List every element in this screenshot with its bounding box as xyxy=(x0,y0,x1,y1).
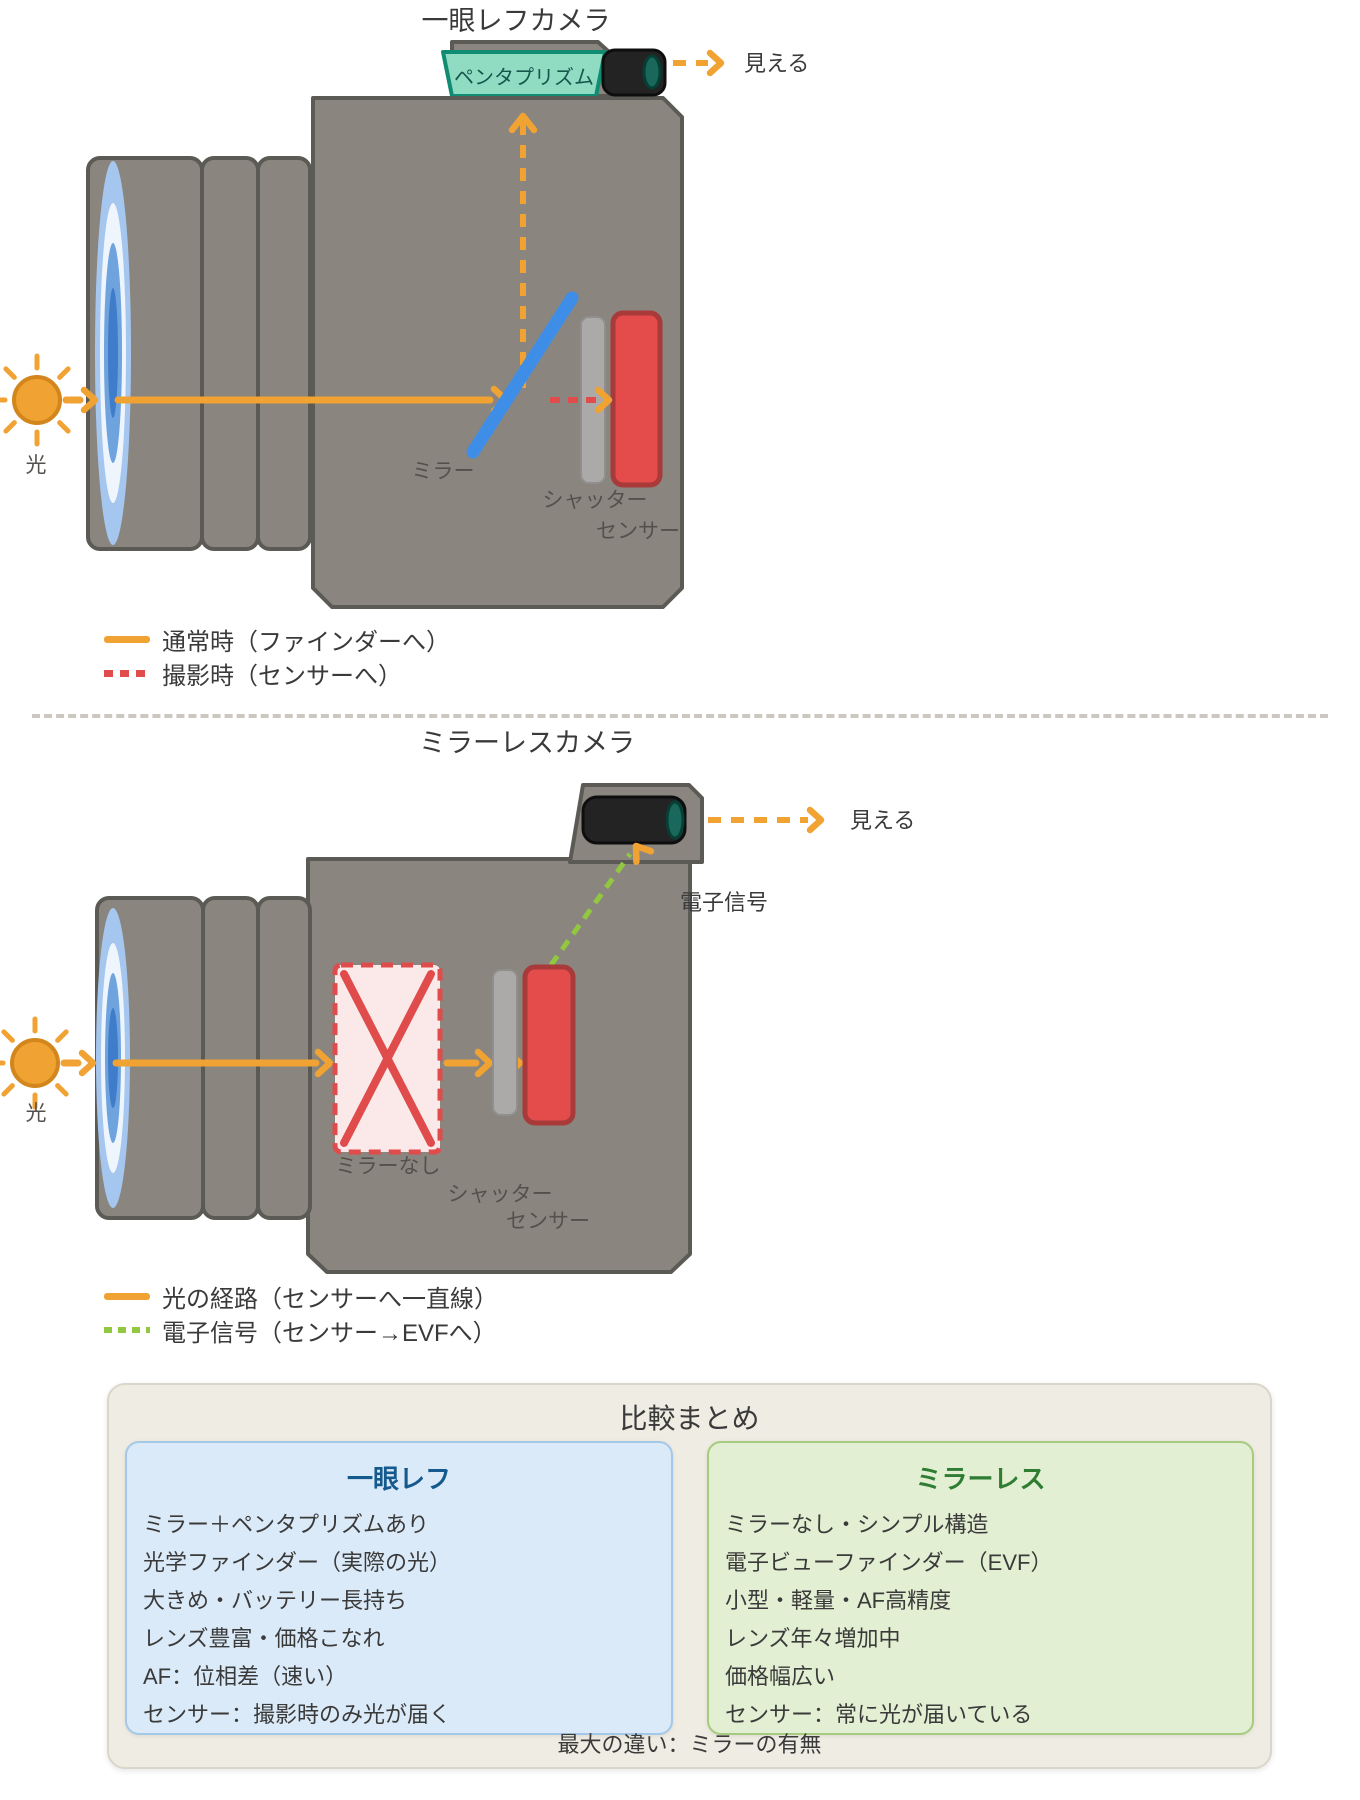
list-item: ミラー＋ペンタプリズムあり xyxy=(143,1512,430,1537)
sun-arrowhead xyxy=(78,1049,97,1077)
dslr-visible-label: 見える xyxy=(744,51,809,76)
viewfinder-arrowhead xyxy=(508,112,538,134)
dslr-summary-title: 一眼レフ xyxy=(346,1464,451,1494)
list-item: AF：位相差（速い） xyxy=(143,1664,348,1689)
list-item: 小型・軽量・AF高精度 xyxy=(725,1588,952,1613)
x-line xyxy=(340,970,435,1147)
mirrorless-light-label: 光 xyxy=(26,1102,47,1125)
legend-row: 光の経路（センサーへ一直線） xyxy=(104,1281,498,1313)
mirrorless-diagram: ミラーレスカメラ 見える 電子信号 光 xyxy=(0,728,915,1274)
evf-window xyxy=(581,795,687,845)
sun-arrowhead xyxy=(80,386,99,414)
light-arrowhead xyxy=(314,1048,334,1078)
mirrorless-summary-box: ミラーレス ミラーなし・シンプル構造 電子ビューファインダー（EVF） 小型・軽… xyxy=(707,1441,1254,1735)
legend-row: 撮影時（センサーへ） xyxy=(104,658,450,690)
mirrorless-summary-title: ミラーレス xyxy=(915,1464,1046,1494)
list-item: 光学ファインダー（実際の光） xyxy=(143,1550,452,1575)
dslr-legend: 通常時（ファインダーへ） 撮影時（センサーへ） xyxy=(104,624,450,690)
legend-label: 光の経路（センサーへ一直線） xyxy=(162,1285,498,1313)
view-arrowhead xyxy=(706,49,725,77)
signal-label: 電子信号 xyxy=(680,890,768,915)
lens-segment-2 xyxy=(200,156,260,551)
legend-row: 電子信号（センサー→EVFへ） xyxy=(104,1315,498,1347)
list-item: 大きめ・バッテリー長持ち xyxy=(143,1588,408,1613)
red-dashed-swatch xyxy=(104,669,150,677)
list-item: 価格幅広い xyxy=(725,1664,836,1689)
list-item: ミラーなし・シンプル構造 xyxy=(725,1512,989,1537)
list-item: 電子ビューファインダー（EVF） xyxy=(725,1550,1053,1575)
list-item: レンズ年々増加中 xyxy=(725,1626,901,1651)
mirrorless-legend: 光の経路（センサーへ一直線） 電子信号（センサー→EVFへ） xyxy=(104,1281,498,1347)
green-dashed-swatch xyxy=(104,1327,150,1333)
dslr-diagram: 一眼レフカメラ ペンタプリズム 見える 光 xyxy=(0,6,809,609)
legend-row: 通常時（ファインダーへ） xyxy=(104,624,450,656)
mirrorless-sensor xyxy=(522,964,576,1126)
shooting-arrowhead xyxy=(594,386,613,414)
comparison-note: 最大の違い：ミラーの有無 xyxy=(557,1732,822,1757)
list-item: レンズ豊富・価格こなれ xyxy=(143,1626,385,1651)
dslr-summary-box: 一眼レフ ミラー＋ペンタプリズムあり 光学ファインダー（実際の光） 大きめ・バッ… xyxy=(125,1441,673,1735)
lens-glass xyxy=(95,161,131,545)
orange-solid-swatch xyxy=(104,1292,150,1300)
mirrorless-visible-label: 見える xyxy=(850,808,915,833)
section-divider xyxy=(32,714,1328,718)
sun-icon xyxy=(0,1019,66,1107)
signal-arrowhead xyxy=(632,842,655,866)
view-arrowhead xyxy=(806,806,825,834)
mirrorless-shutter xyxy=(492,969,518,1116)
mirror xyxy=(466,291,579,459)
list-item: センサー：撮影時のみ光が届く xyxy=(143,1702,452,1727)
legend-label: 電子信号（センサー→EVFへ） xyxy=(162,1319,497,1347)
dslr-sensor-label: センサー xyxy=(596,520,680,543)
mirrorless-shutter-label: シャッター xyxy=(448,1183,553,1206)
dslr-light-label: 光 xyxy=(26,454,47,477)
no-mirror-label: ミラーなし xyxy=(336,1155,441,1178)
comparison-summary: 比較まとめ 一眼レフ ミラー＋ペンタプリズムあり 光学ファインダー（実際の光） … xyxy=(107,1383,1272,1769)
eyepiece-glass xyxy=(642,54,662,90)
mirror-label: ミラー xyxy=(412,460,475,483)
pentaprism-label: ペンタプリズム xyxy=(454,66,594,89)
mirrorless-sensor-label: センサー xyxy=(506,1210,590,1233)
lens-segment-3 xyxy=(256,156,312,551)
lens-segment-3 xyxy=(256,896,312,1220)
evf-glass xyxy=(665,800,685,840)
lens-segment-2 xyxy=(201,896,260,1220)
lens-glass xyxy=(96,908,130,1208)
sun-icon xyxy=(0,356,68,444)
dslr-sensor xyxy=(610,310,663,488)
legend-label: 通常時（ファインダーへ） xyxy=(162,628,450,656)
orange-solid-swatch xyxy=(104,635,150,643)
dslr-title: 一眼レフカメラ xyxy=(422,6,611,36)
mirrorless-title: ミラーレスカメラ xyxy=(419,728,635,758)
list-item: センサー：常に光が届いている xyxy=(725,1702,1033,1727)
signal-path xyxy=(548,852,633,967)
light-arrowhead-2 xyxy=(474,1048,494,1078)
dslr-shutter-label: シャッター xyxy=(543,489,648,512)
comparison-title: 比較まとめ xyxy=(619,1403,760,1434)
legend-label: 撮影時（センサーへ） xyxy=(162,662,402,690)
